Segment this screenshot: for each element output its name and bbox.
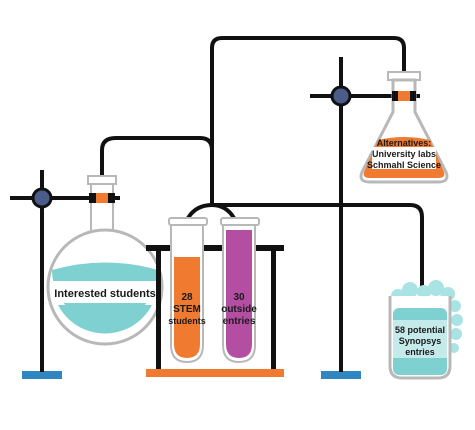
- rack-top-bar: [146, 245, 284, 251]
- tube-stem-cap: [168, 217, 208, 226]
- tube-outside-line2: outside: [221, 304, 257, 315]
- tube-stem-line1: 28: [181, 292, 193, 303]
- tube-stem-label-band: [174, 290, 200, 330]
- left-flask-label-band: [52, 281, 158, 303]
- rack-left-leg: [156, 245, 161, 371]
- tube-rack-split: [186, 203, 236, 220]
- right-flask-line2: University labs: [372, 149, 436, 159]
- right-flask-line3: Schmahl Science: [367, 160, 441, 170]
- left-stand-rod: [40, 170, 44, 372]
- beaker-line2: Synopsys: [399, 336, 442, 346]
- left-flask-neck: [90, 179, 114, 236]
- tube-rack-to-beaker: [210, 203, 424, 302]
- tube-outside: 30 outside entries: [220, 217, 260, 364]
- right-flask-line1: Alternatives:: [377, 138, 432, 148]
- left-flask-stopper-band: [96, 193, 108, 203]
- tube-stem: 28 STEM students: [168, 217, 208, 364]
- left-flask-lip: [87, 175, 117, 185]
- beaker-line1: 58 potential: [395, 325, 445, 335]
- rack-right-leg: [271, 245, 276, 371]
- tube-outside-cap: [220, 217, 260, 226]
- left-flask: Interested students: [46, 175, 164, 346]
- tube-outside-line1: 30: [233, 292, 245, 303]
- right-ring-stand: [310, 57, 420, 379]
- connecting-tubes: [100, 36, 424, 302]
- beaker-line3: entries: [405, 347, 435, 357]
- right-clamp-icon: [330, 85, 352, 107]
- right-flask-label-band: [372, 147, 436, 169]
- right-flask-stopper-band: [398, 91, 410, 101]
- left-flask-liquid-low: [58, 305, 152, 334]
- tube-outside-liquid: [226, 230, 252, 358]
- tube-stem-line2: STEM: [173, 304, 201, 315]
- right-stand-rod: [339, 57, 343, 372]
- left-stand-base: [22, 371, 62, 379]
- tube-outside-line3: entries: [223, 316, 256, 327]
- tube-right-flask-to-rack: [210, 36, 406, 207]
- left-flask-label: Interested students: [54, 288, 155, 300]
- left-clamp-icon: [31, 187, 53, 209]
- tube-stem-line3: students: [168, 316, 206, 326]
- rack-base: [146, 369, 284, 377]
- right-stand-arm: [310, 94, 420, 98]
- left-stand-arm: [10, 196, 120, 200]
- right-stand-base: [321, 371, 361, 379]
- test-tube-rack: [146, 245, 284, 377]
- beaker: 58 potential Synopsys entries: [388, 280, 463, 380]
- right-flask: Alternatives: University labs Schmahl Sc…: [359, 71, 449, 184]
- tube-left-flask-to-rack: [100, 136, 214, 207]
- left-ring-stand: [10, 170, 120, 379]
- beaker-label-band: [393, 320, 447, 358]
